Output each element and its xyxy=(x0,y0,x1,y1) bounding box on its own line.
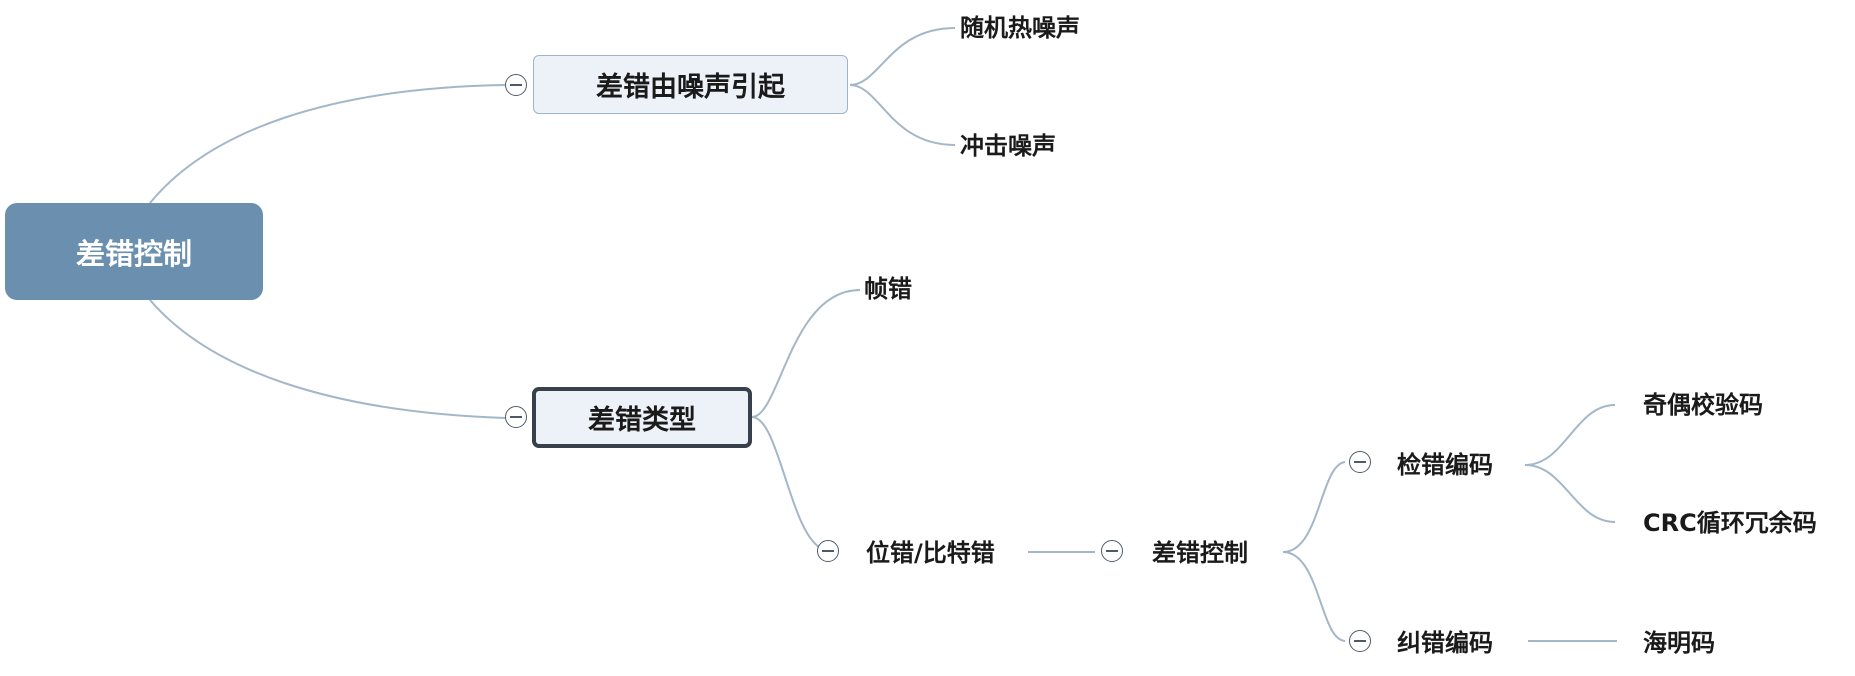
node-error-control[interactable]: 差错控制 xyxy=(1152,539,1248,567)
node-parity-check-code[interactable]: 奇偶校验码 xyxy=(1643,391,1763,419)
connector-root-cause xyxy=(149,84,506,204)
collapse-minus-icon[interactable] xyxy=(1101,540,1123,562)
node-crc-code-label: CRC循环冗余码 xyxy=(1643,509,1817,537)
connector-types-frame xyxy=(751,289,861,418)
root-node[interactable]: 差错控制 xyxy=(5,203,263,300)
collapse-minus-icon[interactable] xyxy=(1349,451,1371,473)
node-crc-code[interactable]: CRC循环冗余码 xyxy=(1643,509,1817,537)
node-error-correction-coding-label: 纠错编码 xyxy=(1397,629,1493,657)
connector-root-types xyxy=(149,299,506,419)
node-random-thermal-noise[interactable]: 随机热噪声 xyxy=(960,14,1080,42)
node-error-types[interactable]: 差错类型 xyxy=(532,387,752,448)
collapse-minus-icon[interactable] xyxy=(505,406,527,428)
root-label: 差错控制 xyxy=(75,236,192,271)
node-error-control-label: 差错控制 xyxy=(1152,539,1248,567)
node-error-detection-coding-label: 检错编码 xyxy=(1397,451,1493,479)
node-frame-error-label: 帧错 xyxy=(864,275,912,303)
collapse-minus-icon[interactable] xyxy=(1349,630,1371,652)
node-error-detection-coding[interactable]: 检错编码 xyxy=(1397,451,1493,479)
collapse-minus-icon[interactable] xyxy=(505,74,527,96)
connector-cause-impulse xyxy=(849,84,956,146)
node-bit-error-label: 位错/比特错 xyxy=(866,539,995,567)
connector-cause-random xyxy=(849,27,956,86)
node-impulse-noise[interactable]: 冲击噪声 xyxy=(960,132,1056,160)
node-error-cause[interactable]: 差错由噪声引起 xyxy=(533,55,848,114)
node-error-types-label: 差错类型 xyxy=(588,405,696,436)
node-parity-check-code-label: 奇偶校验码 xyxy=(1643,391,1763,419)
node-impulse-noise-label: 冲击噪声 xyxy=(960,132,1056,160)
node-error-cause-label: 差错由噪声引起 xyxy=(596,72,785,103)
node-random-thermal-noise-label: 随机热噪声 xyxy=(960,14,1080,42)
node-bit-error[interactable]: 位错/比特错 xyxy=(866,539,995,567)
connector-types-bit xyxy=(751,416,826,551)
node-frame-error[interactable]: 帧错 xyxy=(864,275,912,303)
collapse-minus-icon[interactable] xyxy=(817,540,839,562)
connector-control-correction xyxy=(1282,551,1346,642)
node-hamming-code[interactable]: 海明码 xyxy=(1643,629,1715,657)
node-hamming-code-label: 海明码 xyxy=(1643,629,1715,657)
connector-control-detection xyxy=(1282,461,1346,553)
connector-detection-crc xyxy=(1524,464,1616,523)
connector-detection-parity xyxy=(1524,404,1616,466)
node-error-correction-coding[interactable]: 纠错编码 xyxy=(1397,629,1493,657)
